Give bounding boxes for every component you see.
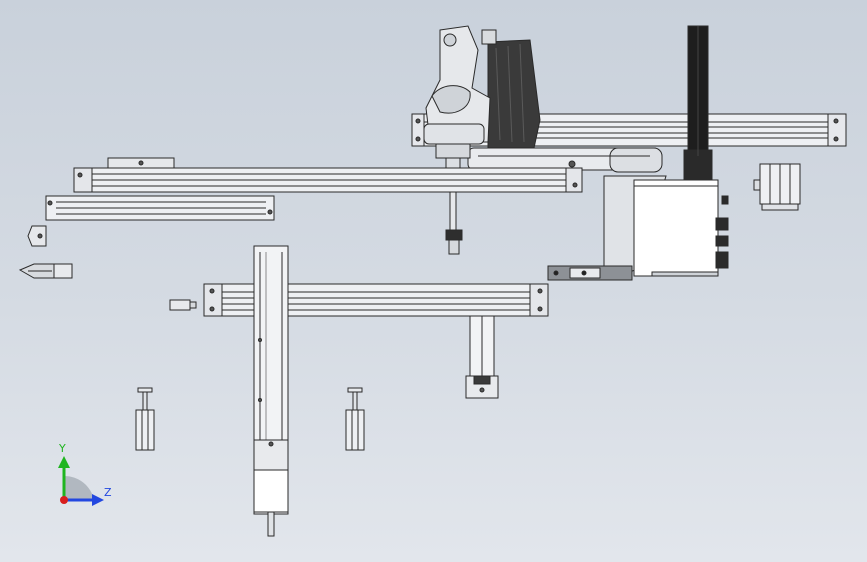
- side-cylinder-module[interactable]: [753, 163, 801, 211]
- pneumatic-gripper[interactable]: [18, 263, 73, 279]
- scara-upper-body[interactable]: [423, 25, 491, 159]
- left-short-rail[interactable]: [45, 195, 275, 221]
- y-axis-label: Y: [59, 442, 66, 455]
- vertical-z-actuator[interactable]: [253, 245, 289, 537]
- scara-arm-link[interactable]: [467, 147, 663, 173]
- robot-base-controller[interactable]: [603, 175, 729, 277]
- side-bracket[interactable]: [27, 225, 47, 247]
- scara-motor-housing[interactable]: [481, 29, 541, 149]
- cable-conduit-pipe[interactable]: [683, 25, 713, 181]
- guide-cylinder-left[interactable]: [135, 387, 155, 451]
- guide-cylinder-right[interactable]: [345, 387, 365, 451]
- small-vertical-actuator[interactable]: [465, 315, 499, 399]
- base-mounting-bracket[interactable]: [547, 265, 633, 281]
- proximity-sensor[interactable]: [169, 299, 197, 311]
- left-linear-rail[interactable]: [73, 157, 583, 193]
- z-axis-label: Z: [104, 486, 112, 499]
- reference-triad: [58, 456, 104, 506]
